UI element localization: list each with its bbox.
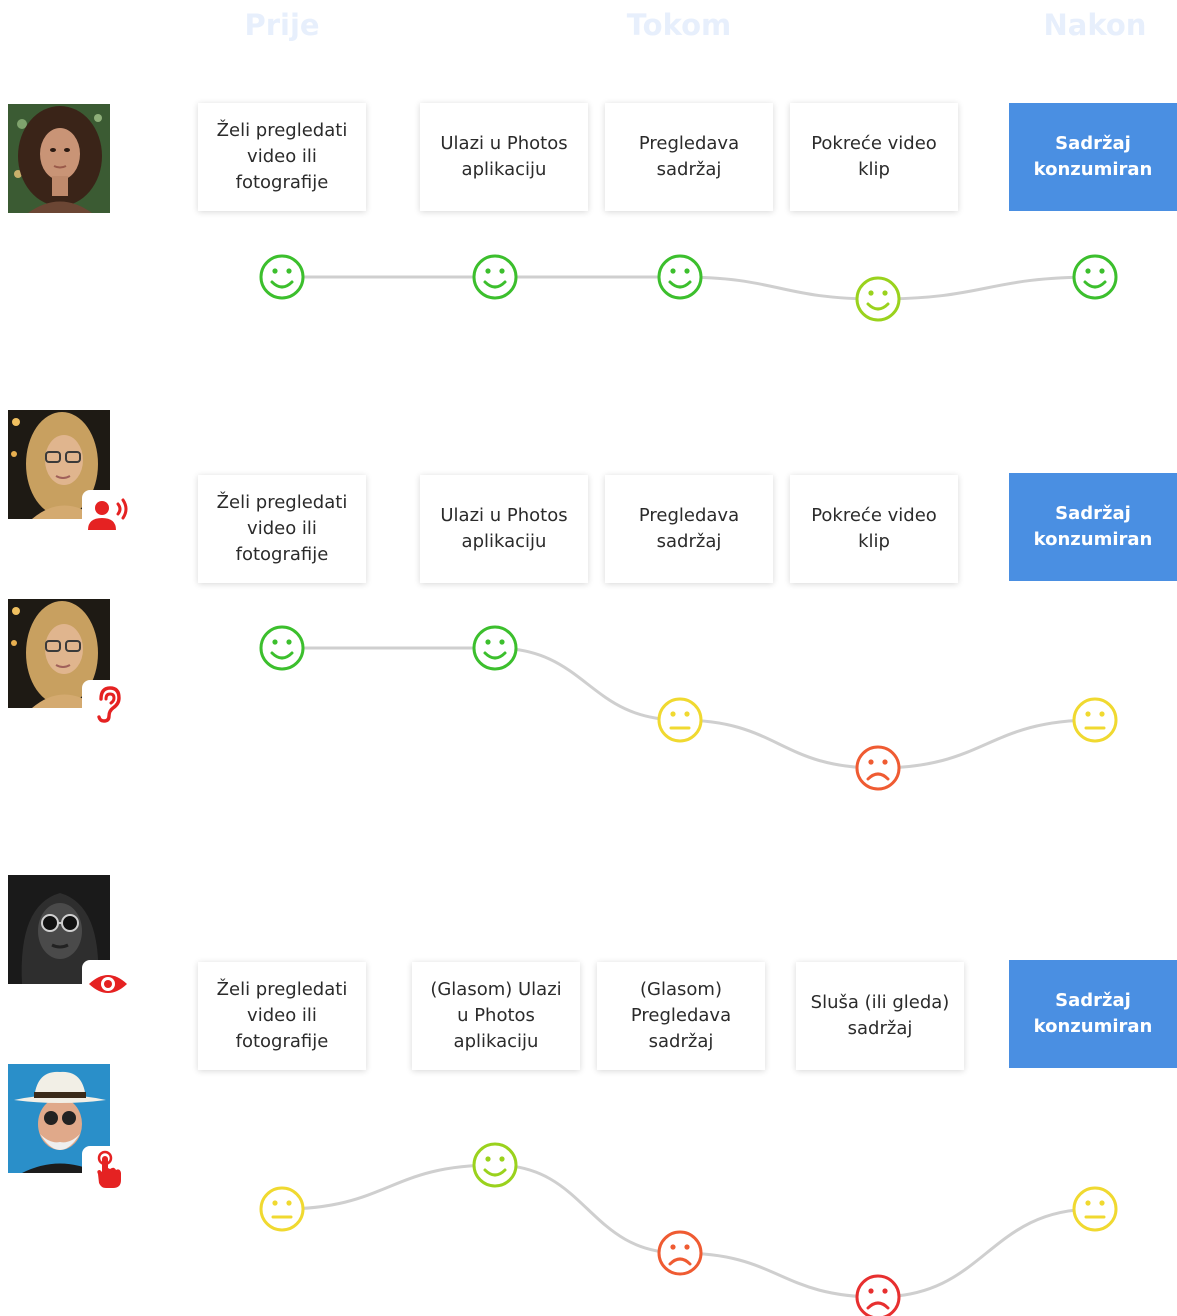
phase-header-during: Tokom bbox=[626, 8, 732, 42]
journey-2-emotion-3-neutral-icon bbox=[657, 697, 703, 743]
journey-3-step-2: (Glasom) Ulazi u Photos aplikaciju bbox=[412, 962, 580, 1070]
phase-header-before: Prije bbox=[244, 8, 320, 42]
journey-1-emotion-5-happy-icon bbox=[1072, 254, 1118, 300]
journey-2-emotion-4-sad-icon bbox=[855, 745, 901, 791]
journey-3-step-4: Sluša (ili gleda) sadržaj bbox=[796, 962, 964, 1070]
journey-3-step-5: Sadržaj konzumiran bbox=[1009, 960, 1177, 1068]
journey-1-step-4: Pokreće video klip bbox=[790, 103, 958, 211]
touch-icon bbox=[97, 1150, 121, 1188]
journey-3-step-1: Želi pregledati video ili fotografije bbox=[198, 962, 366, 1070]
badge-touch bbox=[82, 1146, 134, 1194]
journey-3-emotion-5-neutral-icon bbox=[1072, 1186, 1118, 1232]
badge-eye bbox=[82, 960, 134, 1008]
journey-1-emotion-2-happy-icon bbox=[472, 254, 518, 300]
journey-3-emotion-2-content-icon bbox=[472, 1142, 518, 1188]
avatar-glasses-1 bbox=[8, 410, 110, 519]
avatar-sunglasses bbox=[8, 875, 110, 984]
ear-icon bbox=[97, 686, 121, 723]
journey-2-emotion-5-neutral-icon bbox=[1072, 697, 1118, 743]
eye-icon bbox=[89, 975, 127, 993]
journey-1-step-2: Ulazi u Photos aplikaciju bbox=[420, 103, 588, 211]
journey-1-step-1: Želi pregledati video ili fotografije bbox=[198, 103, 366, 211]
journey-3-step-3: (Glasom) Pregledava sadržaj bbox=[597, 962, 765, 1070]
phase-header-after: Nakon bbox=[1043, 8, 1147, 42]
avatar-glasses-2 bbox=[8, 599, 110, 708]
badge-speech bbox=[82, 490, 134, 538]
journey-3-emotion-3-sad-icon bbox=[657, 1230, 703, 1276]
journey-2-step-2: Ulazi u Photos aplikaciju bbox=[420, 475, 588, 583]
journey-2-emotion-2-happy-icon bbox=[472, 625, 518, 671]
journey-1-step-5: Sadržaj konzumiran bbox=[1009, 103, 1177, 211]
journey-1-emotion-4-content-icon bbox=[855, 276, 901, 322]
journey-3-emotion-line bbox=[281, 1163, 1096, 1299]
avatar-curly-hair bbox=[8, 104, 110, 213]
journey-1-step-3: Pregledava sadržaj bbox=[605, 103, 773, 211]
journey-1-emotion-1-happy-icon bbox=[259, 254, 305, 300]
speech-icon bbox=[88, 498, 128, 530]
journey-1-emotion-3-happy-icon bbox=[657, 254, 703, 300]
journey-3-emotion-1-neutral-icon bbox=[259, 1186, 305, 1232]
badge-ear bbox=[82, 680, 134, 728]
journey-2-step-3: Pregledava sadržaj bbox=[605, 475, 773, 583]
journey-2-step-4: Pokreće video klip bbox=[790, 475, 958, 583]
journey-3-emotion-4-very-sad-icon bbox=[855, 1274, 901, 1316]
journey-2-step-5: Sadržaj konzumiran bbox=[1009, 473, 1177, 581]
journey-2-emotion-1-happy-icon bbox=[259, 625, 305, 671]
journey-2-step-1: Želi pregledati video ili fotografije bbox=[198, 475, 366, 583]
